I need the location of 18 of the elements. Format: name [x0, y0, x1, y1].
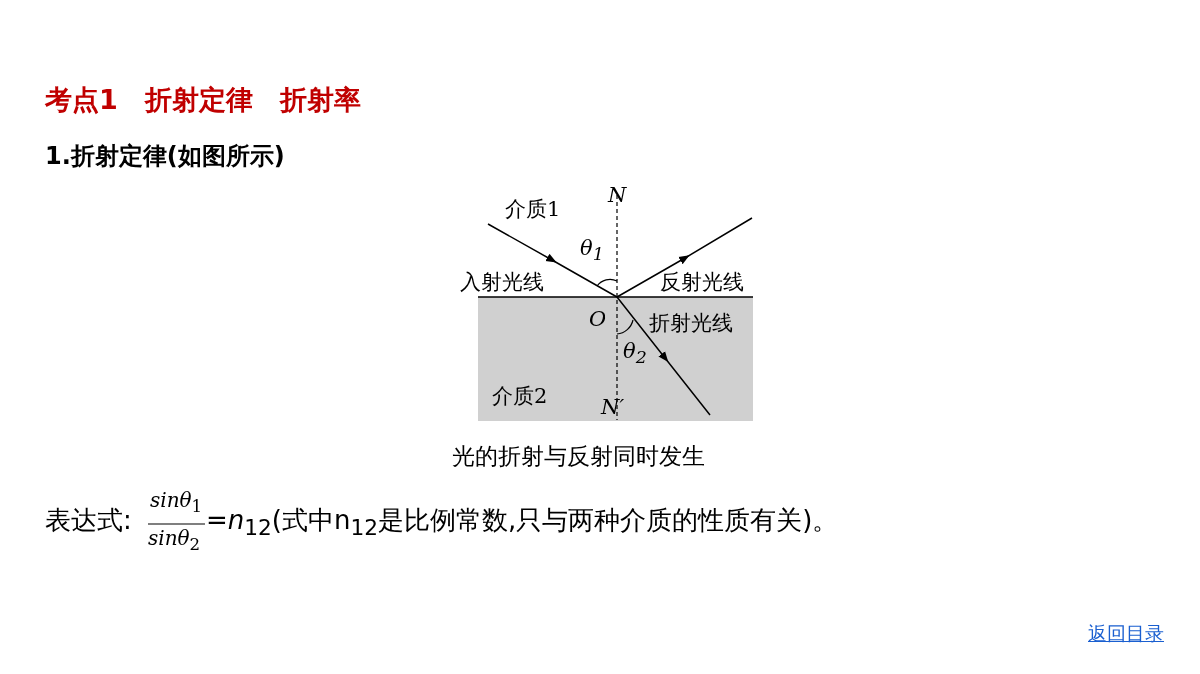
figure-caption: 光的折射与反射同时发生 — [452, 445, 705, 468]
point-label: O — [589, 309, 607, 330]
angle-label: θ$_{2}$ — [623, 341, 647, 367]
normal-label: N — [608, 185, 627, 206]
back-link: 返回目录 — [1088, 624, 1164, 643]
normal-label: N′ — [601, 397, 625, 418]
formula-numerator: sinθ$_{1}$ — [150, 490, 203, 516]
medium-label: 介质2 — [492, 386, 548, 407]
ray-label: 反射光线 — [660, 272, 744, 293]
formula-denominator: sinθ$_{2}$ — [148, 528, 201, 554]
subheading: 1.折射定律(如图所示) — [45, 144, 285, 168]
formula-text: 表达式: — [45, 507, 132, 533]
angle-label: θ$_{1}$ — [580, 238, 604, 264]
ray-label: 折射光线 — [649, 313, 733, 334]
formula-text: =n$_{12}$(式中n$_{12}$是比例常数,只与两种介质的性质有关)。 — [206, 507, 839, 539]
medium-label: 介质1 — [505, 199, 561, 220]
section-heading: 考点1 折射定律 折射率 — [45, 86, 361, 113]
ray-label: 入射光线 — [460, 272, 544, 293]
